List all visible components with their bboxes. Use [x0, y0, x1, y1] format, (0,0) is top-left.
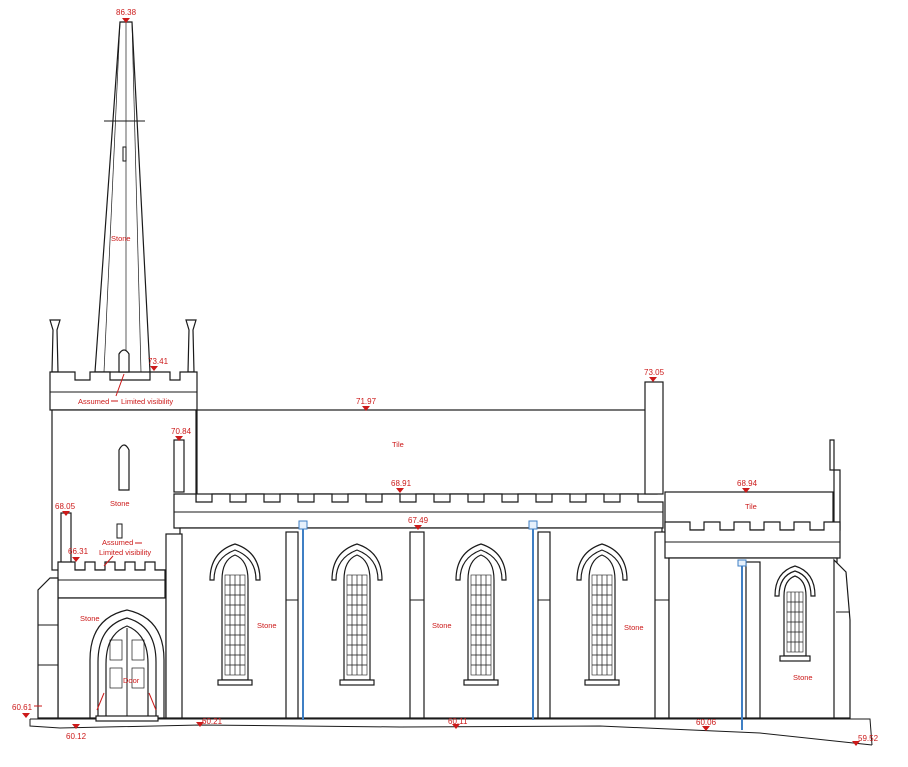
- tower-slit-window: [116, 523, 123, 539]
- pinnacle-right: [185, 319, 197, 373]
- door-leader-right: [148, 692, 157, 711]
- level-spire-top: 86.38: [116, 8, 137, 23]
- nave-window-1: [209, 543, 261, 686]
- level-chancel-ridge: 68.94: [737, 479, 758, 493]
- level-tower-flue: 70.84: [171, 427, 192, 441]
- pinnacle-left: [49, 319, 61, 373]
- tower: [49, 319, 198, 574]
- material-labels: Stone Stone Stone Tile Tile Stone Stone …: [80, 234, 813, 685]
- tower-battlement: [49, 371, 198, 411]
- porch: [37, 561, 167, 722]
- material-spire: Stone: [111, 234, 131, 243]
- level-label: 60.21: [202, 717, 223, 726]
- level-label: 60.06: [696, 718, 717, 727]
- note-tower-leader: [115, 373, 125, 397]
- chancel-parapet: [664, 521, 841, 559]
- buttress-2: [285, 531, 299, 719]
- nave: [165, 381, 670, 720]
- level-nave-gable: 73.05: [644, 368, 665, 382]
- level-label: 70.84: [171, 427, 192, 436]
- level-tower-battlement: 73.41: [148, 357, 169, 371]
- door-leader-left: [96, 692, 105, 711]
- level-chancel-ground: 60.06: [696, 718, 717, 731]
- level-porch-parapet: 66.31: [68, 547, 89, 562]
- level-markers: 86.38 73.41 73.05 71.97 70.84 68.91 68.9…: [12, 8, 879, 746]
- level-label: 66.31: [68, 547, 89, 556]
- level-label: 71.97: [356, 397, 377, 406]
- assumption-notes: Assumed Limited visibility Assumed Limit…: [78, 373, 173, 711]
- buttress-5: [654, 531, 670, 719]
- level-label: 67.49: [408, 516, 429, 525]
- level-porch-ground: 60.12: [66, 724, 87, 741]
- tower-belfry-window: [118, 444, 130, 491]
- note-tower-limited: Limited visibility: [121, 397, 173, 406]
- nave-window-2: [331, 543, 383, 686]
- nave-roof: [196, 409, 658, 495]
- chancel-window: [774, 565, 816, 662]
- material-nave-bay-2: Stone: [432, 621, 452, 630]
- buttress-4: [537, 531, 551, 719]
- spire-opening: [118, 349, 130, 373]
- chancel-east-buttress: [833, 558, 851, 719]
- level-nave-ground-mid: 60.11: [448, 717, 468, 729]
- note-porch-assumed: Assumed: [102, 538, 133, 547]
- level-label: 73.05: [644, 368, 665, 377]
- level-label: 68.91: [391, 479, 412, 488]
- level-label: 60.12: [66, 732, 87, 741]
- level-nave-parapet: 68.91: [391, 479, 412, 493]
- note-tower-assumed: Assumed: [78, 397, 109, 406]
- nave-parapet: [173, 493, 664, 529]
- material-nave-bay-3: Stone: [624, 623, 644, 632]
- tower-flue: [173, 439, 185, 493]
- level-nave-ridge: 71.97: [356, 397, 377, 411]
- level-east-ground: 59.52: [852, 734, 879, 746]
- level-label: 86.38: [116, 8, 137, 17]
- note-porch-limited: Limited visibility: [99, 548, 151, 557]
- ground-line: [29, 718, 873, 746]
- level-tower-buttress: 68.05: [55, 502, 76, 516]
- chancel-buttress: [745, 561, 761, 719]
- material-nave-bay-1: Stone: [257, 621, 277, 630]
- nave-east-gable: [644, 381, 664, 495]
- material-tower: Stone: [110, 499, 130, 508]
- nave-window-4: [576, 543, 628, 686]
- spire: [94, 21, 151, 373]
- note-porch-leader: [103, 555, 114, 567]
- chancel: [664, 439, 851, 730]
- level-nave-ground-west: 60.21: [196, 717, 223, 727]
- material-door: Door: [123, 676, 140, 685]
- level-label: 68.05: [55, 502, 76, 511]
- level-label: 60.61: [12, 703, 33, 712]
- nave-window-3: [455, 543, 507, 686]
- porch-buttress: [37, 577, 59, 719]
- level-label: 68.94: [737, 479, 758, 488]
- level-label: 60.11: [448, 717, 468, 726]
- buttress-1: [165, 533, 183, 719]
- material-nave-roof: Tile: [392, 440, 404, 449]
- door-step: [95, 715, 159, 722]
- material-chancel-wall: Stone: [793, 673, 813, 682]
- buttress-3: [409, 531, 425, 719]
- material-porch: Stone: [80, 614, 100, 623]
- level-west-ground: 60.61: [12, 703, 42, 718]
- spire-lucarne: [122, 146, 127, 162]
- material-chancel-roof: Tile: [745, 502, 757, 511]
- level-label: 73.41: [148, 357, 169, 366]
- level-label: 59.52: [858, 734, 879, 743]
- level-nave-eaves: 67.49: [408, 516, 429, 530]
